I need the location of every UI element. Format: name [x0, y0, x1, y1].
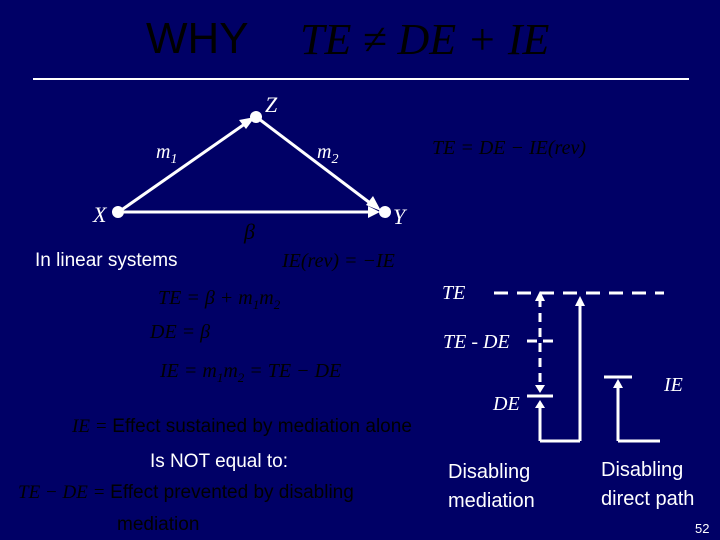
slide-title-equation: TE ≠ DE + IE — [300, 15, 550, 64]
bar-label-de: DE — [493, 393, 520, 415]
bar-label-te-de: TE - DE — [443, 331, 510, 353]
node-y-dot — [379, 206, 391, 218]
te-minus-de-definition-line1: TE − DE = Effect prevented by disabling — [18, 482, 354, 503]
node-label-z: Z — [265, 92, 278, 117]
node-label-x: X — [93, 202, 107, 227]
node-x-dot — [112, 206, 124, 218]
bar-label-ie: IE — [664, 374, 683, 396]
bar-disabling-mediation-arrowhead — [535, 400, 545, 408]
title-divider — [33, 78, 689, 80]
equation-te-rev: TE = DE − IE(rev) — [432, 137, 586, 159]
bar-te-minus-de-arrowhead-bottom — [535, 385, 545, 393]
te-minus-de-definition-line2: mediation — [117, 514, 200, 535]
edge-x-z — [119, 119, 250, 213]
equation-ie: IE = m1m2 = TE − DE — [160, 360, 342, 385]
arrowhead-z-y — [366, 196, 381, 211]
linear-systems-text: In linear systems — [35, 250, 178, 271]
ie-definition: IE = Effect sustained by mediation alone — [72, 416, 412, 437]
node-label-y: Y — [393, 204, 406, 229]
edge-z-y — [258, 117, 375, 208]
edge-label-m1: m1 — [156, 141, 178, 167]
bar-te-minus-de-arrowhead-top — [535, 291, 545, 301]
bar-total-effect-arrowhead — [575, 296, 585, 306]
equation-ie-rev: IE(rev) = −IE — [282, 250, 395, 272]
slide-title-word: WHY — [146, 14, 249, 63]
page-number: 52 — [695, 521, 710, 536]
equation-te: TE = β + m1m2 — [158, 287, 281, 312]
not-equal-text: Is NOT equal to: — [150, 451, 288, 472]
arrowhead-x-y — [368, 206, 380, 218]
equation-de: DE = β — [150, 321, 211, 343]
bar-disabling-direct-arrowhead — [613, 379, 623, 388]
edge-label-m2: m2 — [317, 141, 339, 167]
bar-label-te: TE — [442, 282, 466, 304]
node-z-dot — [250, 111, 262, 123]
edge-label-beta: β — [244, 219, 255, 244]
